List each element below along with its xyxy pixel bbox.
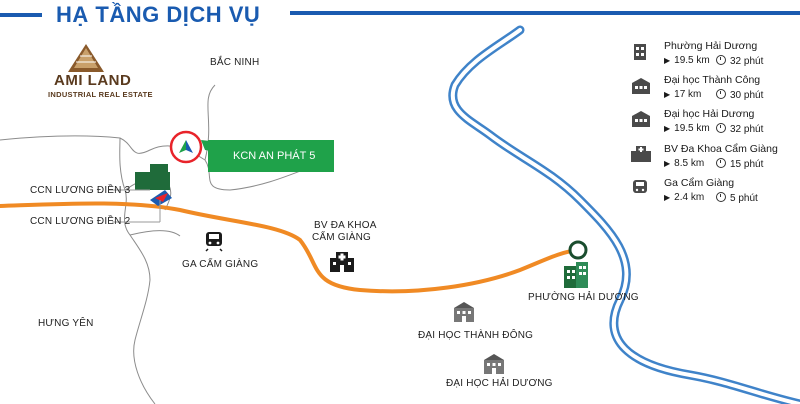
clock-icon (716, 158, 726, 168)
legend-distance: 17 km (674, 89, 702, 100)
legend-item-phuong-hai-duong: Phường Hải Dương ▶19.5 km 32 phút (664, 40, 764, 67)
kcn-callout-box (208, 140, 334, 172)
route-to-hai-duong (0, 201, 580, 294)
legend-item-bv-da-khoa: BV Đa Khoa Cẩm Giàng ▶8.5 km 15 phút (664, 143, 778, 170)
destination-marker (568, 240, 588, 260)
province-boundaries (0, 84, 331, 404)
legend-name: Ga Cẩm Giàng (664, 177, 735, 189)
legend-time: 5 phút (730, 193, 758, 204)
legend-item-ga-cam-giang: Ga Cẩm Giàng ▶2.4 km 5 phút (664, 177, 758, 204)
clock-icon (716, 123, 726, 133)
amiland-brand: AMI LAND (54, 72, 132, 89)
legend-time: 15 phút (730, 159, 764, 170)
legend-office-building-icon (634, 44, 646, 60)
clock-icon (716, 55, 726, 65)
label-hung-yen: HƯNG YÊN (38, 318, 94, 329)
legend-item-dai-hoc-thanh-cong: Đại học Thành Công ▶17 km 30 phút (664, 74, 764, 101)
legend-distance: 8.5 km (674, 158, 705, 169)
label-phuong-hai-duong: PHƯỜNG HẢI DƯƠNG (528, 292, 639, 303)
legend-name: Phường Hải Dương (664, 40, 758, 52)
clock-icon (716, 192, 726, 202)
amiland-logo-mark (68, 44, 104, 72)
legend-time: 32 phút (730, 124, 764, 135)
clock-icon (716, 89, 726, 99)
legend-university-icon-2 (632, 111, 650, 127)
legend-hospital-icon (631, 146, 651, 162)
legend-name: Đại học Thành Công (664, 74, 761, 86)
legend-distance: 19.5 km (674, 123, 710, 134)
label-ccn-luong-dien-3: CCN LƯƠNG ĐIỀN 3 (30, 185, 131, 196)
legend-distance: 2.4 km (674, 192, 705, 203)
university-icon-thanh-dong (454, 302, 474, 322)
label-bv-da-khoa-1: BV ĐA KHOA (314, 220, 377, 231)
legend-distance: 19.5 km (674, 55, 710, 66)
page-title: HẠ TẦNG DỊCH VỤ (48, 2, 269, 28)
kcn-site (135, 164, 172, 206)
label-ga-cam-giang: GA CẨM GIÀNG (182, 259, 259, 270)
train-icon (205, 232, 223, 252)
legend-train-icon (633, 180, 647, 193)
university-icon-hai-duong (484, 354, 504, 374)
legend-university-icon-1 (632, 78, 650, 94)
label-kcn-an-phat-5: KCN AN PHÁT 5 (233, 150, 316, 162)
river-highlight (450, 28, 800, 404)
label-ccn-luong-dien-2: CCN LƯƠNG ĐIỀN 2 (30, 216, 131, 227)
label-bac-ninh: BẮC NINH (210, 57, 260, 68)
legend-time: 30 phút (730, 90, 764, 101)
hospital-icon (330, 252, 354, 272)
legend-time: 32 phút (730, 56, 764, 67)
label-dai-hoc-hai-duong: ĐẠI HỌC HẢI DƯƠNG (446, 378, 553, 389)
kcn-logo-icon (179, 140, 186, 153)
label-bv-da-khoa-2: CẨM GIÀNG (312, 232, 372, 243)
legend-item-dai-hoc-hai-duong: Đại học Hải Dương ▶19.5 km 32 phút (664, 108, 764, 135)
label-dai-hoc-thanh-dong: ĐẠI HỌC THÀNH ĐÔNG (418, 330, 534, 341)
legend-name: Đại học Hải Dương (664, 108, 755, 120)
office-building-icon (564, 262, 588, 288)
legend-name: BV Đa Khoa Cẩm Giàng (664, 143, 778, 155)
amiland-tagline: INDUSTRIAL REAL ESTATE (48, 90, 153, 99)
